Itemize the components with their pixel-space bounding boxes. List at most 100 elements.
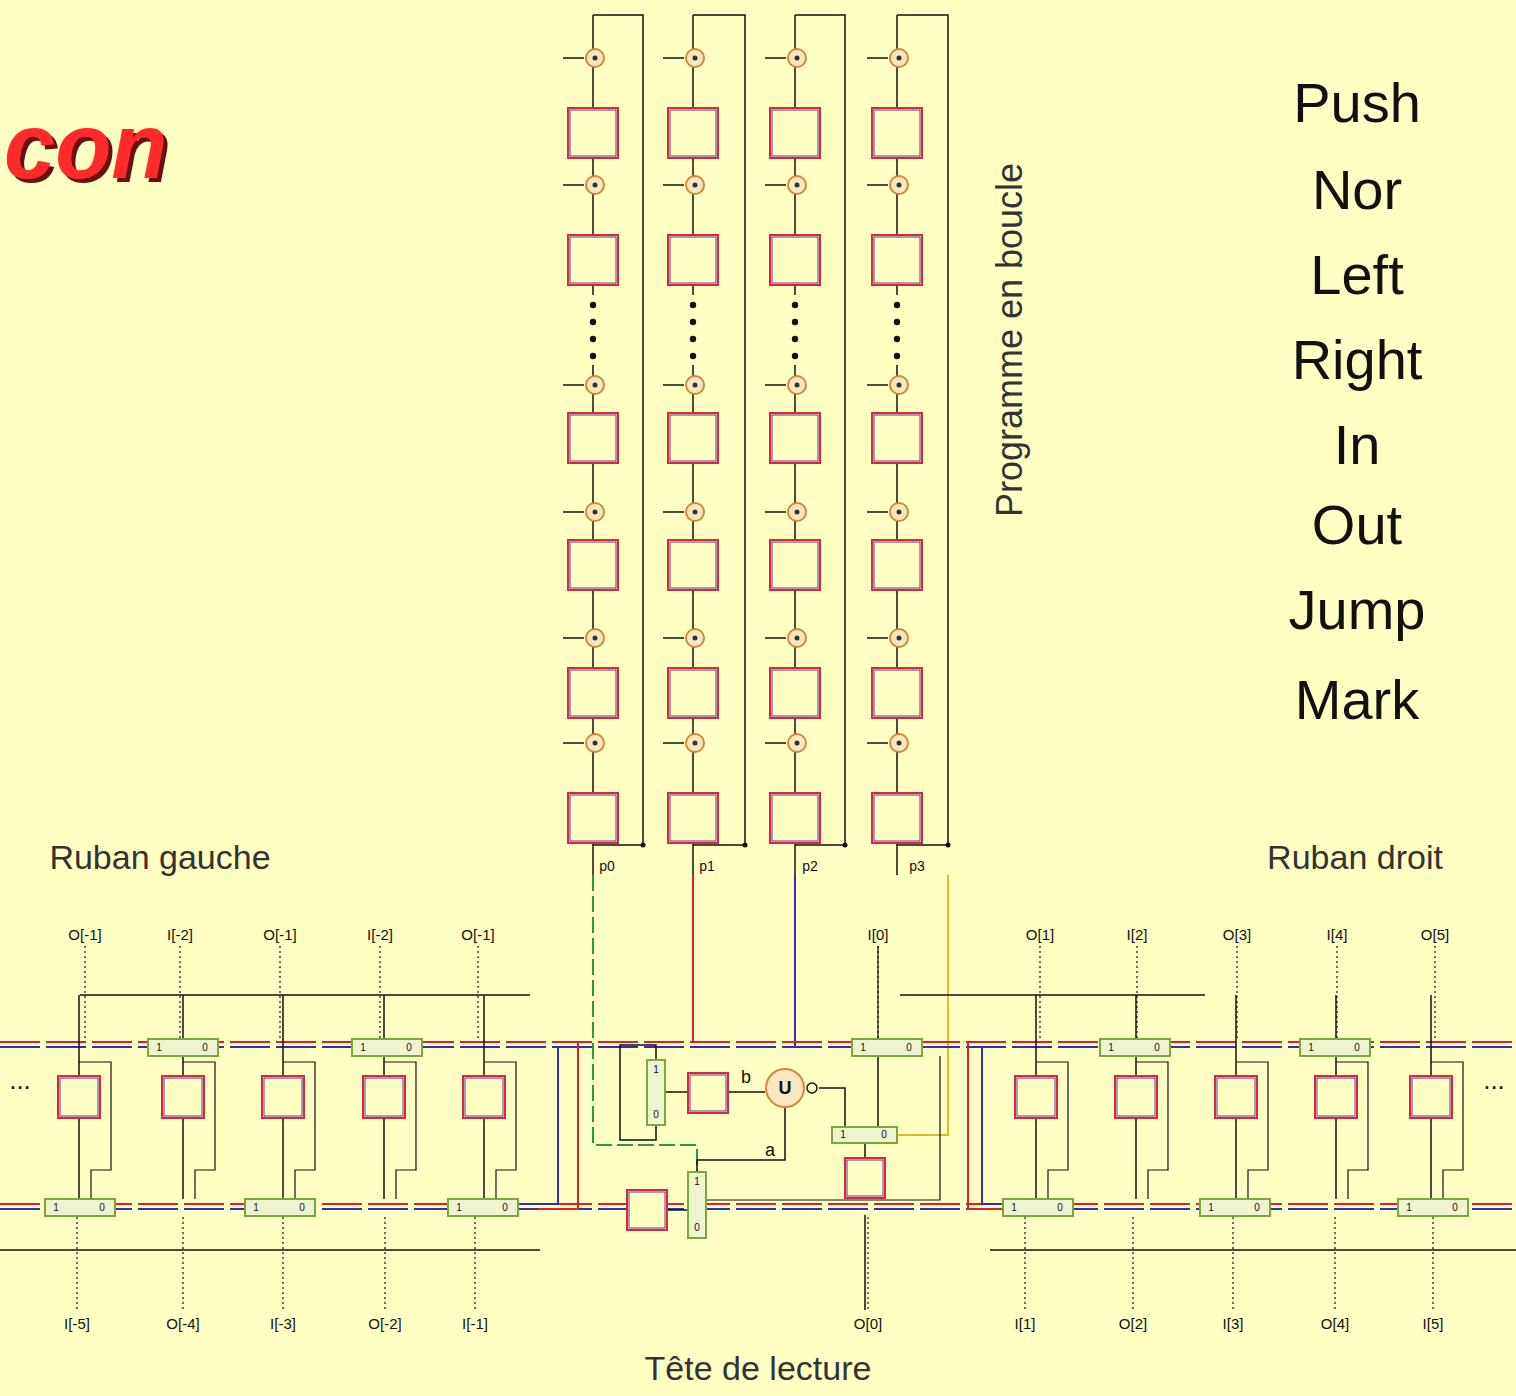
delay-core <box>693 741 698 746</box>
signal-name: I[-2] <box>367 927 393 942</box>
tape-cell <box>363 1076 405 1118</box>
memory-cell-inner <box>164 1078 202 1116</box>
control-wire <box>794 875 796 1048</box>
signal-lead <box>84 946 85 1038</box>
delay-symbol <box>686 49 704 67</box>
memory-cell-inner <box>670 795 716 841</box>
signal-name: O[2] <box>1119 1316 1147 1331</box>
bus-wire <box>0 1208 1516 1210</box>
input-stub <box>765 57 786 59</box>
tape-cell <box>262 1076 304 1118</box>
delay-symbol <box>890 734 908 752</box>
signal-lead <box>1136 946 1137 1038</box>
delay-symbol <box>686 376 704 394</box>
signal-lead <box>1024 1217 1025 1310</box>
head-wire <box>819 1088 845 1127</box>
switch-port: 1 <box>253 1203 259 1213</box>
memory-cell-inner <box>772 415 818 461</box>
ellipsis-dot <box>792 302 798 308</box>
program-cell <box>872 540 922 590</box>
switch-port: 1 <box>360 1043 366 1053</box>
input-stub <box>563 384 584 386</box>
program-cell <box>770 235 820 285</box>
ellipsis-dot <box>590 353 596 359</box>
memory-cell-inner <box>670 415 716 461</box>
switch-symbol <box>1300 1039 1370 1056</box>
bus-wire <box>0 1203 1516 1205</box>
signal-name: O[-4] <box>166 1316 199 1331</box>
delay-core <box>897 741 902 746</box>
ellipsis-dot <box>894 353 900 359</box>
delay-core <box>693 183 698 188</box>
memory-cell-inner <box>874 110 920 156</box>
delay-core <box>693 510 698 515</box>
delay-core <box>897 56 902 61</box>
input-stub <box>765 637 786 639</box>
program-cell <box>770 413 820 463</box>
ellipsis-dot <box>690 336 696 342</box>
section-label: Ruban gauche <box>49 840 270 874</box>
delay-core <box>593 383 598 388</box>
memory-cell-inner <box>570 542 616 588</box>
delay-core <box>795 383 800 388</box>
switch-port: 0 <box>881 1130 887 1140</box>
signal-lead <box>1132 1217 1133 1310</box>
delay-symbol <box>686 629 704 647</box>
input-stub <box>765 384 786 386</box>
tape-cell <box>463 1076 505 1118</box>
junction-dot <box>946 843 951 848</box>
program-cell <box>872 793 922 843</box>
memory-cell-inner <box>874 415 920 461</box>
head-wire <box>667 1209 688 1211</box>
program-cell <box>568 108 618 158</box>
input-stub <box>765 511 786 513</box>
program-cell <box>668 793 718 843</box>
switch-port: 1 <box>860 1043 866 1053</box>
junction-dot <box>641 843 646 848</box>
input-stub <box>663 57 684 59</box>
instruction-name: Nor <box>1312 162 1402 218</box>
input-stub <box>867 57 888 59</box>
signal-name: O[-1] <box>263 927 296 942</box>
signal-name: O[4] <box>1321 1316 1349 1331</box>
delay-symbol <box>890 176 908 194</box>
switch-port: 0 <box>299 1203 305 1213</box>
tape-cell <box>1410 1076 1452 1118</box>
memory-cell-inner <box>847 1160 883 1196</box>
bus-wire <box>0 1041 1516 1043</box>
delay-symbol <box>788 376 806 394</box>
ellipsis-dot <box>590 336 596 342</box>
signal-name: O[-1] <box>68 927 101 942</box>
junction-dot <box>743 843 748 848</box>
memory-cell-inner <box>874 670 920 716</box>
input-stub <box>765 742 786 744</box>
delay-core <box>795 56 800 61</box>
switch-port: 0 <box>1154 1043 1160 1053</box>
delay-core <box>795 183 800 188</box>
memory-cell-inner <box>570 237 616 283</box>
switch-port: 1 <box>1308 1043 1314 1053</box>
switch-symbol <box>245 1199 315 1216</box>
switch-port: 0 <box>502 1203 508 1213</box>
control-wire <box>692 875 694 1043</box>
memory-cell-inner <box>670 670 716 716</box>
memory-cell-inner <box>570 670 616 716</box>
switch-port: 0 <box>1452 1203 1458 1213</box>
bus-wire <box>982 1047 1003 1204</box>
tape-wire <box>80 994 530 996</box>
switch-symbol <box>647 1060 665 1125</box>
switch-symbol <box>448 1199 518 1216</box>
ellipsis-dot <box>590 302 596 308</box>
input-stub <box>563 637 584 639</box>
signal-name: I[5] <box>1423 1316 1444 1331</box>
memory-cell-inner <box>772 670 818 716</box>
program-cell <box>770 668 820 718</box>
signal-name: I[-1] <box>462 1316 488 1331</box>
delay-symbol <box>890 503 908 521</box>
signal-lead <box>379 946 380 1038</box>
input-stub <box>563 742 584 744</box>
signal-lead <box>1336 946 1337 1038</box>
switch-port: 1 <box>1011 1203 1017 1213</box>
switch-port: 0 <box>1057 1203 1063 1213</box>
